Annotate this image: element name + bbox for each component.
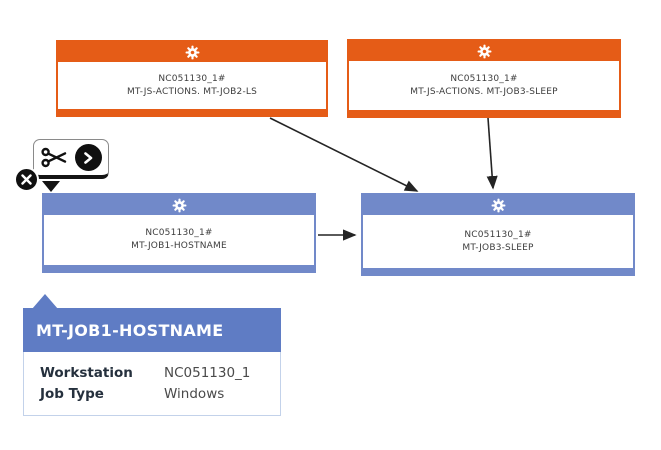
job-node-footer — [58, 109, 326, 115]
job-node-label: NC051130_1# MT-JS-ACTIONS. MT-JOB2-LS — [58, 62, 326, 109]
tooltip-body: Workstation NC051130_1 Job Type Windows — [23, 352, 281, 416]
action-toolbar-pointer — [42, 181, 60, 192]
gear-icon — [172, 198, 186, 212]
tooltip-row-label: Job Type — [40, 386, 104, 402]
job-node-label: NC051130_1# MT-JOB1-HOSTNAME — [44, 215, 314, 265]
job-node-mt-job3-sleep[interactable]: NC051130_1# MT-JOB3-SLEEP — [361, 193, 635, 276]
node-action-toolbar — [33, 139, 109, 179]
job-tooltip: MT-JOB1-HOSTNAME Workstation NC051130_1 … — [23, 308, 281, 416]
expand-actions-button[interactable] — [74, 144, 102, 171]
gear-icon — [491, 198, 505, 212]
job-node-label: NC051130_1# MT-JS-ACTIONS. MT-JOB3-SLEEP — [349, 61, 619, 110]
job-node-mt-job1-hostname[interactable]: NC051130_1# MT-JOB1-HOSTNAME — [42, 193, 316, 273]
job-name: MT-JS-ACTIONS. MT-JOB2-LS — [126, 86, 258, 97]
job-node-header — [349, 41, 619, 61]
chevron-right-icon — [84, 151, 93, 164]
tooltip-row-label: Workstation — [40, 365, 133, 381]
gear-icon — [477, 44, 491, 58]
job-name: MT-JOB3-SLEEP — [462, 242, 534, 253]
workstation-prefix: NC051130_1# — [145, 228, 213, 238]
close-toolbar-button[interactable] — [14, 167, 39, 192]
job-name: MT-JOB1-HOSTNAME — [131, 241, 227, 251]
job-node-header — [58, 42, 326, 62]
job-node-label: NC051130_1# MT-JOB3-SLEEP — [363, 215, 633, 268]
job-node-header — [44, 195, 314, 215]
job-node-footer — [363, 268, 633, 274]
job-node-footer — [349, 110, 619, 116]
job-node-header — [363, 195, 633, 215]
tooltip-row-value: NC051130_1 — [164, 365, 251, 381]
workstation-prefix: NC051130_1# — [450, 73, 518, 84]
scissors-icon — [40, 147, 66, 168]
job-name: MT-JS-ACTIONS. MT-JOB3-SLEEP — [410, 86, 558, 97]
workstation-prefix: NC051130_1# — [158, 73, 226, 84]
workstation-prefix: NC051130_1# — [464, 229, 532, 240]
tooltip-pointer — [32, 294, 58, 309]
dependency-arrow-job3sleepdep-to-job3sleep — [486, 117, 498, 190]
tooltip-row-value: Windows — [164, 386, 225, 402]
job-node-mt-job3-sleep-dep[interactable]: NC051130_1# MT-JS-ACTIONS. MT-JOB3-SLEEP — [347, 39, 621, 118]
tooltip-title: MT-JOB1-HOSTNAME — [23, 308, 281, 352]
gear-icon — [185, 45, 199, 59]
cut-dependency-button[interactable] — [40, 147, 68, 168]
job-node-mt-job2-ls[interactable]: NC051130_1# MT-JS-ACTIONS. MT-JOB2-LS — [56, 40, 328, 117]
close-icon — [21, 174, 32, 185]
job-node-footer — [44, 265, 314, 271]
dependency-arrow-job2ls-to-job3sleep — [269, 117, 419, 192]
